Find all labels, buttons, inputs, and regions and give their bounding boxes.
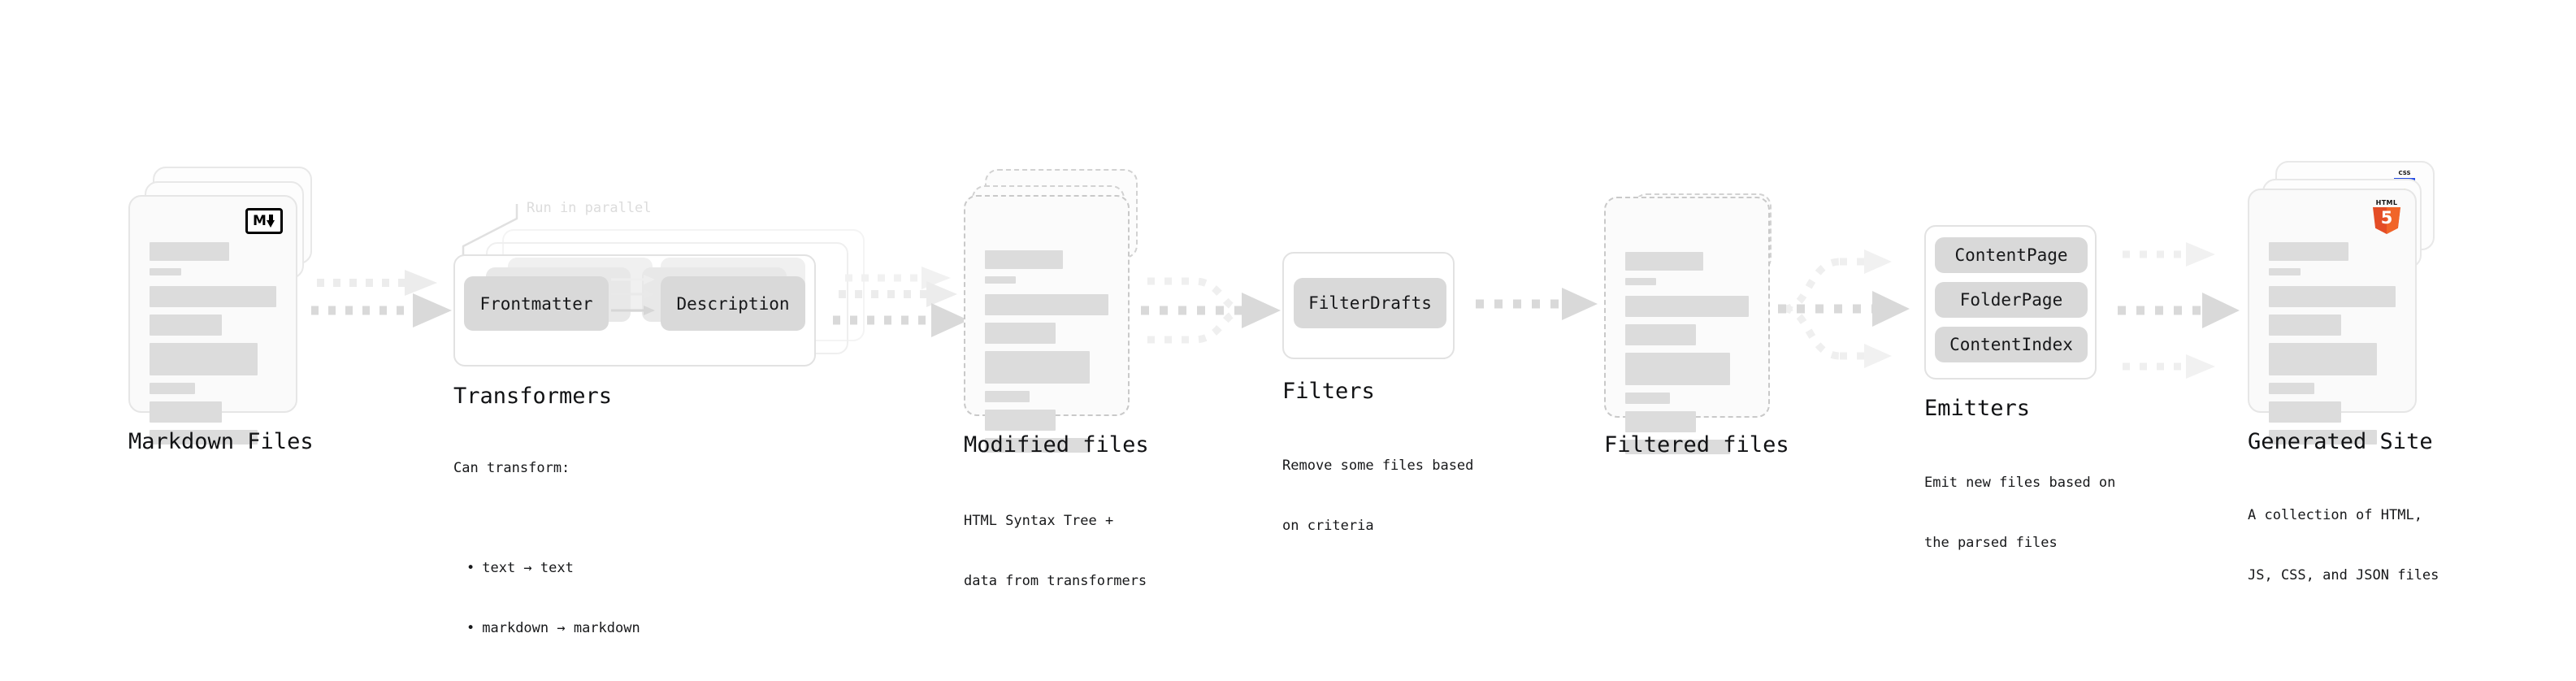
html5-badge-number: 5 xyxy=(2380,208,2393,228)
generated-site-caption-line-1: JS, CSS, and JSON files xyxy=(2248,567,2439,584)
generated-site-lines xyxy=(2269,242,2396,452)
emitters-caption-line-1: the parsed files xyxy=(1924,535,2058,552)
markdown-badge-icon: M xyxy=(245,208,283,234)
stage-title-modified-files: Modified files xyxy=(964,432,1149,458)
emitter-chip-contentpage[interactable]: ContentPage xyxy=(1935,237,2088,273)
transformers-internal-arrows xyxy=(611,275,655,315)
transformers-bullet-0: text → text xyxy=(466,558,640,579)
emitter-chip-contentindex[interactable]: ContentIndex xyxy=(1935,327,2088,362)
markdown-file-lines xyxy=(150,242,276,452)
html5-badge-icon: HTML 5 xyxy=(2373,200,2400,234)
stage-title-emitters: Emitters xyxy=(1924,396,2031,421)
emitters-caption-line-0: Emit new files based on xyxy=(1924,475,2116,492)
filter-chip-filterdrafts[interactable]: FilterDrafts xyxy=(1294,278,1446,328)
transformers-caption: Can transform: text → text markdown → ma… xyxy=(453,419,640,681)
emitters-caption: Emit new files based on the parsed files xyxy=(1924,433,2115,593)
modified-files-caption-line-0: HTML Syntax Tree + xyxy=(964,513,1114,530)
html5-badge-caption: HTML xyxy=(2375,199,2398,206)
generated-site-caption: A collection of HTML, JS, CSS, and JSON … xyxy=(2248,466,2439,626)
emitter-chip-folderpage[interactable]: FolderPage xyxy=(1935,282,2088,318)
flow-arrow-markdown-to-transformers xyxy=(311,270,452,327)
modified-file-lines xyxy=(985,250,1108,460)
transformers-bullet-1: markdown → markdown xyxy=(466,618,640,639)
stage-title-markdown-files: Markdown Files xyxy=(128,429,314,454)
filtered-file-card xyxy=(1604,197,1770,454)
flow-arrow-filtered-to-emitters xyxy=(1778,249,1910,368)
markdown-badge-letter: M xyxy=(253,212,267,229)
run-in-parallel-label: Run in parallel xyxy=(527,200,652,216)
flow-arrow-filters-to-filtered xyxy=(1476,288,1598,320)
markdown-file-card: M xyxy=(128,195,297,445)
emitter-chip-folderpage-label: FolderPage xyxy=(1959,290,2063,310)
transformers-caption-bullets: text → text markdown → markdown html → h… xyxy=(453,518,640,681)
flow-arrow-transformers-to-modified xyxy=(833,267,969,337)
stage-title-transformers: Transformers xyxy=(453,384,613,409)
html5-shield-shape: 5 xyxy=(2373,207,2400,234)
generated-site-card: HTML 5 xyxy=(2248,189,2417,445)
stage-title-filtered-files: Filtered files xyxy=(1604,432,1789,458)
filtered-file-lines xyxy=(1625,252,1749,462)
stage-title-filters: Filters xyxy=(1282,379,1375,404)
modified-file-card xyxy=(964,195,1130,453)
emitter-chip-contentpage-label: ContentPage xyxy=(1954,245,2068,265)
flow-arrow-emitters-to-site xyxy=(2118,242,2240,379)
transformer-chip-description-label: Description xyxy=(676,293,790,314)
generated-site-caption-line-0: A collection of HTML, xyxy=(2248,507,2422,524)
filters-caption: Remove some files based on criteria xyxy=(1282,416,1473,576)
stage-title-generated-site: Generated Site xyxy=(2248,429,2433,454)
transformer-chip-frontmatter-label: Frontmatter xyxy=(479,293,593,314)
modified-files-caption-line-1: data from transformers xyxy=(964,573,1147,590)
filters-caption-line-0: Remove some files based xyxy=(1282,458,1474,475)
transformers-caption-lead: Can transform: xyxy=(453,460,570,477)
filters-caption-line-1: on criteria xyxy=(1282,518,1374,535)
flow-arrow-modified-to-filters xyxy=(1141,277,1281,344)
filter-chip-filterdrafts-label: FilterDrafts xyxy=(1308,293,1432,313)
modified-files-caption: HTML Syntax Tree + data from transformer… xyxy=(964,471,1147,631)
emitter-chip-contentindex-label: ContentIndex xyxy=(1949,335,2073,354)
css-badge-label: CSS xyxy=(2398,170,2411,176)
transformer-chip-description[interactable]: Description xyxy=(661,276,805,331)
transformer-chip-frontmatter[interactable]: Frontmatter xyxy=(464,276,609,331)
